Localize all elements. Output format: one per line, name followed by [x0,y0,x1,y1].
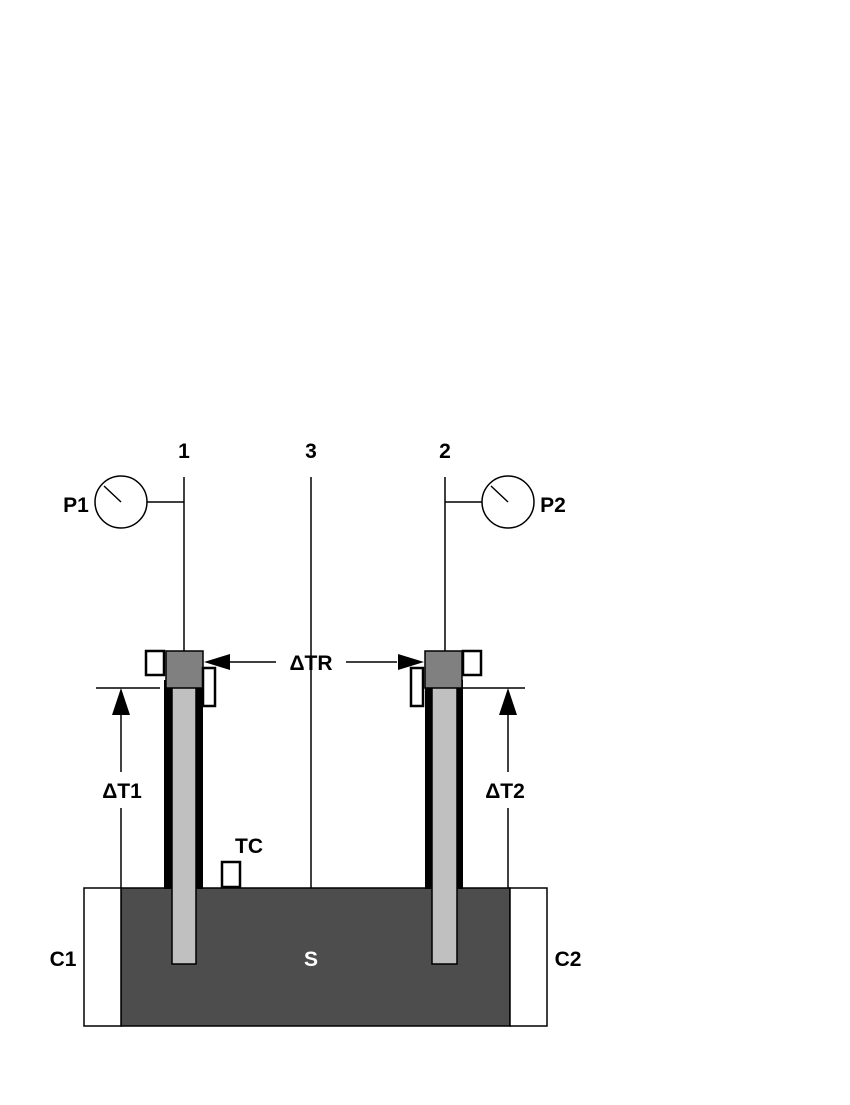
arrowhead-left-icon [204,654,230,670]
column-label-3: 3 [305,440,317,463]
delta-t1-label: ΔT1 [102,780,142,803]
end-cap-c2 [509,887,548,1027]
delta-t2-dimension [463,687,525,888]
rod-right [431,679,458,965]
delta-t1-dimension [96,687,160,888]
thermocouple-sensor-left-inner [201,666,217,708]
gauge-label-p2: P2 [540,494,566,517]
end-cap-c1 [83,887,122,1027]
rod-cap-right [424,650,463,689]
thermocouple-sensor-right-inner [409,666,425,708]
rod-cap-left [165,650,204,689]
end-cap-label-c1: C1 [50,948,77,971]
gauge-label-p1: P1 [63,494,89,517]
thermocouple-sensor-right-outer [461,649,483,677]
delta-t2-label: ΔT2 [485,780,525,803]
thermocouple-sensor-left-outer [144,649,166,677]
tc-sensor [220,860,242,889]
column-label-1: 1 [178,440,190,463]
pressure-gauge-p2 [445,475,535,529]
end-cap-label-c2: C2 [555,948,582,971]
gauge-needle-icon [103,485,122,503]
rod-left [171,679,197,965]
gauge-needle-icon [490,485,509,503]
delta-tr-arrow [204,654,424,670]
specimen-label: S [304,948,318,971]
pressure-gauge-p1 [94,475,184,529]
arrowhead-up-icon [112,688,130,715]
tc-label: TC [235,835,263,858]
arrowhead-right-icon [398,654,424,670]
delta-tr-label: ΔTR [289,652,332,675]
arrowhead-up-icon [499,688,517,715]
column-label-2: 2 [439,440,451,463]
